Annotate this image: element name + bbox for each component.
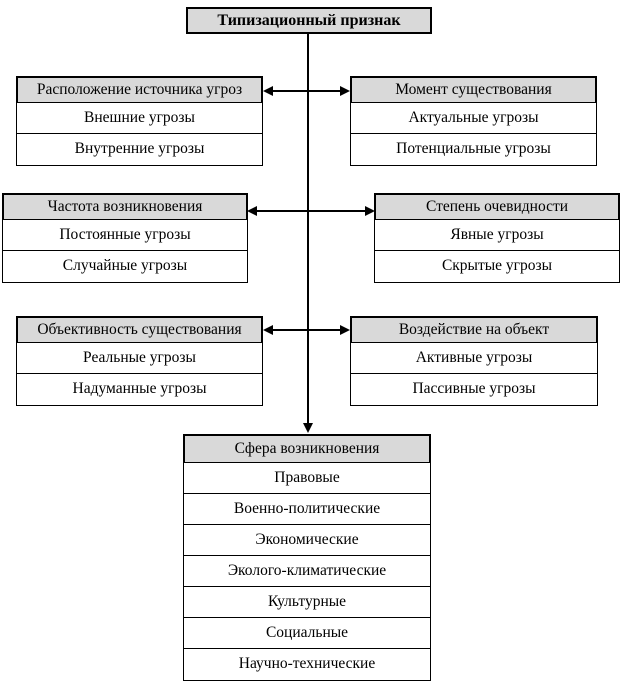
- group-item: Скрытые угрозы: [374, 250, 620, 283]
- connector-arrow-level2: [247, 205, 375, 217]
- group-item: Правовые: [183, 462, 431, 495]
- group-item: Внутренние угрозы: [16, 133, 263, 166]
- root-box: Типизационный признак: [186, 7, 432, 34]
- group-item: Активные угрозы: [350, 342, 598, 375]
- group-item: Социальные: [183, 617, 431, 650]
- group-item: Военно-политические: [183, 493, 431, 526]
- group-item: Случайные угрозы: [2, 250, 248, 283]
- group-item: Надуманные угрозы: [16, 373, 263, 406]
- group-item: Культурные: [183, 586, 431, 619]
- group-header: Воздействие на объект: [350, 316, 598, 344]
- group-item: Актуальные угрозы: [350, 102, 597, 135]
- arrowhead-right-icon: [340, 325, 350, 335]
- arrowhead-left-icon: [247, 206, 257, 216]
- group-item: Потенциальные угрозы: [350, 133, 597, 166]
- connector-arrow-level3: [263, 324, 350, 336]
- group-box-object-impact: Воздействие на объект Активные угрозы Па…: [350, 316, 598, 406]
- group-item: Внешние угрозы: [16, 102, 263, 135]
- group-header: Объективность существования: [16, 316, 263, 344]
- group-box-source-location: Расположение источника угроз Внешние угр…: [16, 76, 263, 166]
- group-box-existence-objectivity: Объективность существования Реальные угр…: [16, 316, 263, 406]
- arrowhead-right-icon: [365, 206, 375, 216]
- group-item: Явные угрозы: [374, 219, 620, 252]
- group-box-obviousness-degree: Степень очевидности Явные угрозы Скрытые…: [374, 193, 620, 283]
- group-item: Экономические: [183, 524, 431, 557]
- arrow-shaft: [271, 329, 342, 331]
- arrowhead-left-icon: [263, 325, 273, 335]
- group-header: Частота возникновения: [2, 193, 248, 221]
- connector-vertical-trunk: [307, 33, 309, 425]
- group-header: Расположение источника угроз: [16, 76, 263, 104]
- connector-arrow-level1: [263, 85, 350, 97]
- group-item: Пассивные угрозы: [350, 373, 598, 406]
- arrowhead-right-icon: [340, 86, 350, 96]
- arrow-shaft: [255, 210, 367, 212]
- group-header: Степень очевидности: [374, 193, 620, 221]
- arrow-shaft: [271, 90, 342, 92]
- group-item: Реальные угрозы: [16, 342, 263, 375]
- group-item: Постоянные угрозы: [2, 219, 248, 252]
- group-header: Сфера возникновения: [183, 434, 431, 464]
- group-box-occurrence-frequency: Частота возникновения Постоянные угрозы …: [2, 193, 248, 283]
- arrowhead-down-icon: [303, 423, 313, 433]
- arrowhead-left-icon: [263, 86, 273, 96]
- group-box-occurrence-sphere: Сфера возникновения Правовые Военно-поли…: [183, 434, 431, 681]
- group-box-existence-moment: Момент существования Актуальные угрозы П…: [350, 76, 597, 166]
- group-item: Научно-технические: [183, 648, 431, 681]
- group-item: Эколого-климатические: [183, 555, 431, 588]
- root-box-label: Типизационный признак: [217, 11, 401, 29]
- group-header: Момент существования: [350, 76, 597, 104]
